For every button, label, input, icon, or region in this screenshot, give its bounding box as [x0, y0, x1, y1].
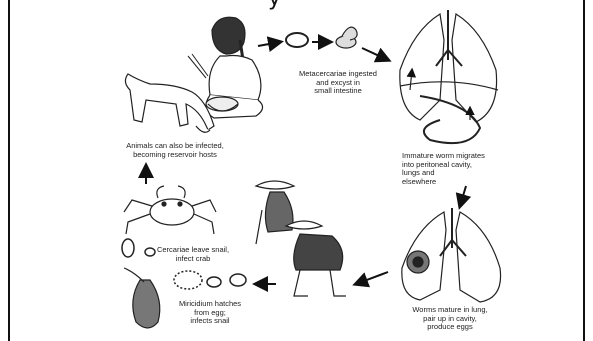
label-line: infect crab	[148, 255, 238, 264]
label-miracidium: Miricidium hatches from egg; infects sna…	[170, 300, 250, 326]
crab-figure	[124, 186, 216, 234]
label-worms: Worms mature in lung, pair up in cavity,…	[400, 306, 500, 332]
label-line: infects snail	[170, 317, 250, 326]
dog-figure	[125, 74, 214, 132]
snail-figure	[124, 268, 160, 328]
label-line: produce eggs	[400, 323, 500, 332]
lungs-upper	[400, 10, 498, 143]
label-line: becoming reservoir hosts	[110, 151, 240, 160]
lungs-lower	[402, 208, 501, 302]
metacercaria-cyst	[286, 33, 308, 47]
farmers-figure	[256, 181, 346, 296]
label-cercariae: Cercariae leave snail, infect crab	[148, 246, 238, 263]
label-metacercariae: Metacercariae ingested and excyst in sma…	[292, 70, 384, 96]
label-immature: Immature worm migrates into peritoneal c…	[402, 152, 502, 186]
excysting-worm	[336, 27, 357, 48]
label-line: small intestine	[292, 87, 384, 96]
label-line: elsewhere	[402, 178, 502, 187]
label-animals: Animals can also be infected, becoming r…	[110, 142, 240, 159]
